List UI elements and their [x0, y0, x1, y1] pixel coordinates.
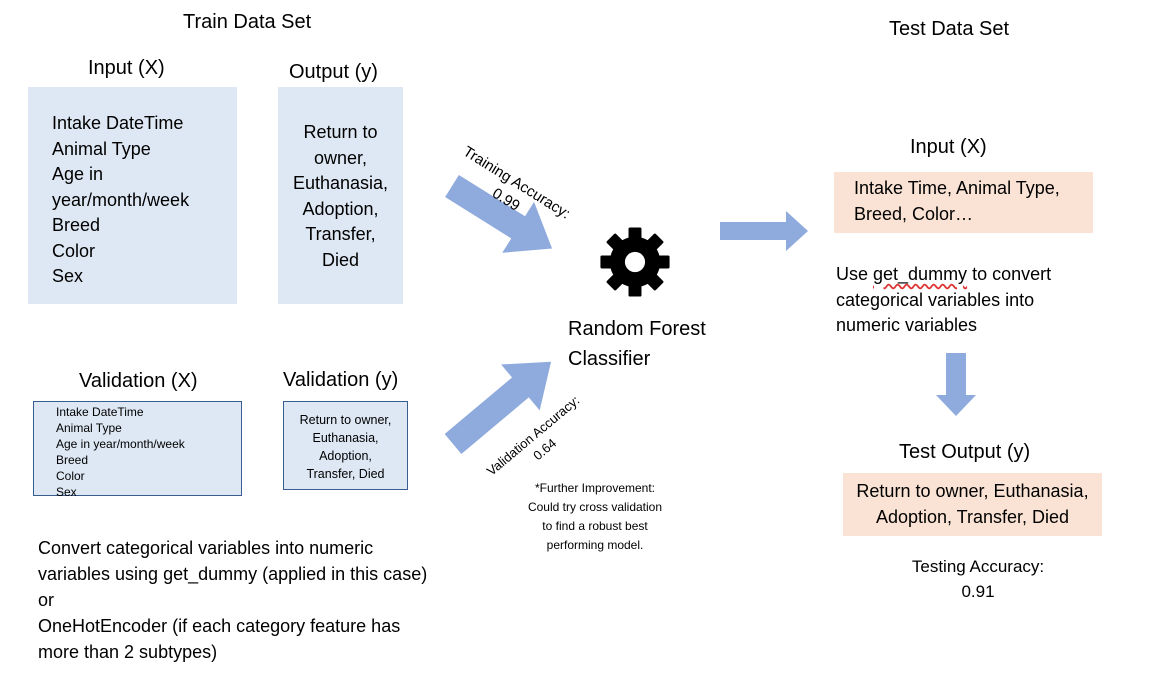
- list-item: year/month/week: [52, 189, 190, 210]
- list-item: Breed: [56, 453, 89, 467]
- train-input-title: Input (X): [88, 57, 165, 79]
- list-item: Breed, Color…: [854, 203, 974, 224]
- note-line: or: [38, 590, 55, 610]
- validation-to-model-arrow: [444, 361, 552, 454]
- convert-note: Use get_dummy to convert categorical var…: [836, 262, 1051, 339]
- train-input-box: Intake DateTime Animal Type Age in year/…: [28, 87, 237, 304]
- validation-output-box: Return to owner, Euthanasia, Adoption, T…: [283, 401, 408, 490]
- note-line: variables using get_dummy (applied in th…: [38, 564, 428, 584]
- test-section-title: Test Data Set: [889, 18, 1010, 40]
- list-item: Intake DateTime: [56, 405, 144, 419]
- validation-output-title: Validation (y): [283, 369, 399, 391]
- convert-prefix: Use: [836, 264, 874, 284]
- note-line: performing model.: [546, 538, 644, 552]
- improvement-note: *Further Improvement: Could try cross va…: [505, 479, 685, 555]
- list-item: Intake DateTime: [52, 113, 184, 133]
- convert-down-arrow: [936, 353, 976, 416]
- list-item: Return to owner, Euthanasia,: [856, 481, 1089, 501]
- list-item: Animal Type: [56, 421, 122, 435]
- validation-input-box: Intake DateTime Animal Type Age in year/…: [33, 401, 242, 499]
- list-item: Adoption,: [319, 449, 372, 463]
- list-item: Color: [52, 240, 96, 261]
- train-output-box: Return to owner, Euthanasia, Adoption, T…: [278, 87, 403, 304]
- test-output-title: Test Output (y): [899, 441, 1031, 463]
- convert-keyword: get_dummy: [873, 264, 968, 284]
- encoding-note: Convert categorical variables into numer…: [38, 535, 427, 665]
- model-name-line2: Classifier: [568, 348, 651, 370]
- train-output-title: Output (y): [289, 61, 378, 83]
- list-item: Intake Time, Animal Type,: [854, 178, 1060, 198]
- convert-rest: to convert: [967, 264, 1052, 284]
- note-line: OneHotEncoder (if each category feature …: [38, 616, 401, 636]
- test-input-box: Intake Time, Animal Type, Breed, Color…: [834, 172, 1093, 233]
- list-item: Euthanasia,: [312, 431, 379, 445]
- list-item: Died: [321, 249, 360, 270]
- list-item: Transfer, Died: [306, 467, 385, 481]
- list-item: Animal Type: [52, 138, 151, 159]
- validation-input-title: Validation (X): [79, 370, 198, 392]
- list-item: Sex: [56, 485, 77, 499]
- train-section-title: Train Data Set: [183, 11, 312, 33]
- list-item: owner,: [313, 147, 368, 168]
- gear-icon: [600, 227, 670, 297]
- note-line: Convert categorical variables into numer…: [38, 538, 374, 558]
- list-item: Return to: [303, 122, 378, 142]
- list-item: Age in: [52, 164, 104, 184]
- convert-line2: categorical variables into: [836, 289, 1035, 310]
- list-item: Breed: [52, 215, 101, 235]
- list-item: Color: [56, 469, 85, 483]
- model-name: Random Forest Classifier: [568, 314, 706, 374]
- test-input-title: Input (X): [910, 136, 987, 158]
- list-item: Age in year/month/week: [56, 437, 185, 451]
- list-item: Sex: [52, 266, 84, 286]
- note-line: to find a robust best: [542, 519, 648, 533]
- note-line: more than 2 subtypes): [38, 642, 218, 662]
- list-item: Return to owner,: [299, 413, 392, 427]
- testing-accuracy-value: 0.91: [961, 582, 995, 601]
- list-item: Adoption, Transfer, Died: [875, 506, 1070, 527]
- model-to-test-arrow: [720, 211, 808, 251]
- note-line: *Further Improvement:: [534, 481, 656, 495]
- convert-line1: Use get_dummy to convert: [836, 262, 1051, 288]
- note-line: Could try cross validation: [527, 500, 663, 514]
- convert-line3: numeric variables: [836, 315, 978, 335]
- testing-accuracy-label: Testing Accuracy:: [911, 557, 1045, 576]
- list-item: Adoption,: [302, 198, 379, 219]
- testing-accuracy: Testing Accuracy: 0.91: [888, 554, 1068, 604]
- test-output-box: Return to owner, Euthanasia, Adoption, T…: [843, 473, 1102, 536]
- list-item: Euthanasia,: [292, 173, 389, 193]
- model-name-line1: Random Forest: [568, 318, 706, 340]
- train-to-model-arrow: [445, 174, 553, 253]
- list-item: Transfer,: [305, 224, 376, 244]
